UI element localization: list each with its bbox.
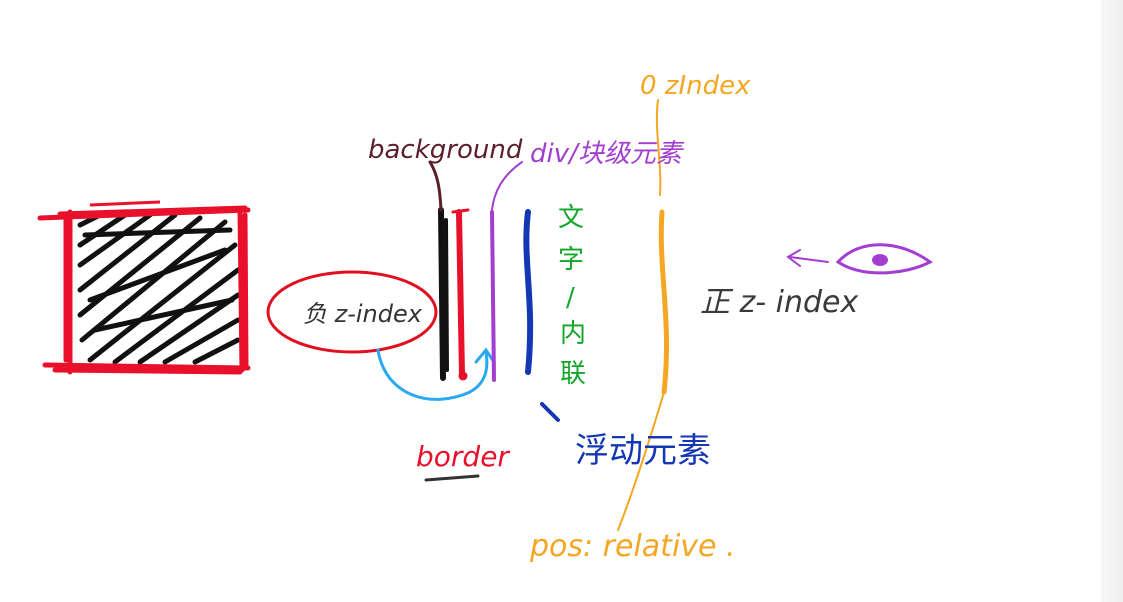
page-edge-shade xyxy=(1101,0,1123,602)
inline-layer-line xyxy=(523,209,534,375)
eye-icon xyxy=(835,243,933,275)
negative-zindex-label: 负 z-index xyxy=(303,300,423,328)
background-layer-line xyxy=(438,207,449,381)
zero-zindex-label: 0 zIndex xyxy=(640,71,751,101)
viewer-arrow xyxy=(786,249,829,267)
div-block-label: div/块级元素 xyxy=(530,139,685,169)
text-inline-char-4: 内 xyxy=(560,319,586,349)
float-label: 浮动元素 xyxy=(575,431,711,471)
div-connector xyxy=(491,161,523,211)
text-inline-char-3: / xyxy=(566,283,575,313)
border-label: border xyxy=(416,440,510,473)
text-inline-char-5: 联 xyxy=(560,359,586,389)
text-inline-char-2: 字 xyxy=(558,245,584,275)
stacking-context-box-icon xyxy=(37,200,251,375)
text-inline-char-1: 文 xyxy=(558,203,584,233)
negative-zindex-callout: 负 z-index xyxy=(266,270,438,354)
float-pointer xyxy=(540,402,560,422)
text-inline-label: 文 字 / 内 联 xyxy=(558,203,586,389)
border-layer-line xyxy=(451,208,470,381)
blue-curved-arrow xyxy=(376,347,496,401)
background-connector xyxy=(428,160,443,212)
positive-zindex-label: 正 z- index xyxy=(700,285,858,320)
div-layer-line xyxy=(490,210,496,382)
pos-relative-label: pos: relative . xyxy=(529,529,736,564)
zero-zindex-layer-line xyxy=(617,99,670,531)
border-underline xyxy=(424,474,480,482)
background-label: background xyxy=(368,135,523,165)
